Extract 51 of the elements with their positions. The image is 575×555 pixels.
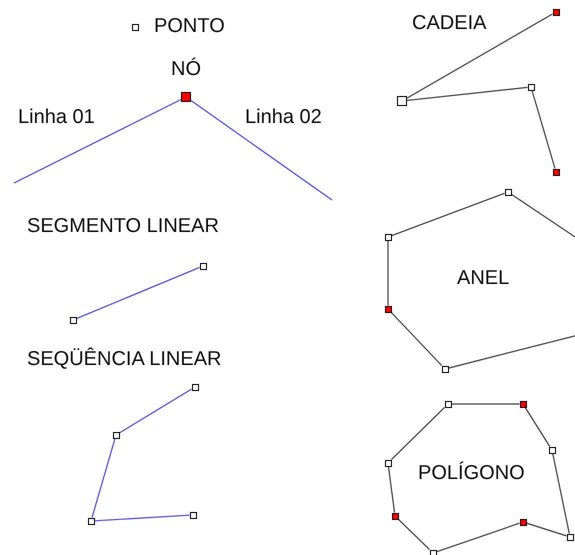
- line-segment: [552, 453, 570, 534]
- line-segment: [436, 522, 520, 552]
- shape-title: SEGMENTO LINEAR: [27, 215, 219, 237]
- line-segment: [391, 192, 505, 236]
- line-segment: [524, 407, 550, 447]
- vertex-square: [112, 432, 120, 438]
- vertex-square: [192, 384, 198, 390]
- vertex-square: [548, 446, 556, 454]
- line-segment: [388, 466, 396, 513]
- vertex-square: [552, 168, 560, 176]
- vertex-square: [392, 512, 398, 520]
- line-segment: [390, 312, 442, 366]
- point-label: NÓ: [171, 58, 201, 80]
- vertex-square: [566, 534, 574, 540]
- line-segment: [406, 14, 553, 99]
- vertex-square: [384, 234, 392, 240]
- line-segment: [91, 438, 116, 518]
- vertex-square: [442, 366, 448, 372]
- line-segment: [387, 240, 389, 306]
- line-segment: [452, 403, 520, 405]
- vertex-square: [444, 400, 452, 408]
- vertex-square: [504, 188, 512, 196]
- shape-title: SEQÜÊNCIA LINEAR: [27, 348, 222, 370]
- line-segment: [76, 266, 200, 320]
- vertex-square: [528, 84, 534, 90]
- vertex-square: [200, 262, 206, 270]
- vertex-square: [430, 550, 436, 555]
- point-label: PONTO: [154, 15, 225, 37]
- line-segment: [406, 86, 528, 102]
- vertex-square: [190, 512, 196, 518]
- vertex-square: [397, 96, 407, 106]
- line-segment: [119, 388, 192, 434]
- line-segment: [190, 100, 332, 200]
- line-segment: [391, 407, 445, 460]
- line-label: Linha 02: [245, 106, 322, 128]
- vertex-square: [88, 518, 94, 524]
- line-segment: [14, 98, 182, 184]
- vertex-square: [384, 306, 392, 312]
- vertex-square: [520, 518, 526, 526]
- line-segment: [526, 522, 567, 536]
- shape-title: CADEIA: [412, 12, 486, 34]
- vertex-square: [552, 8, 560, 16]
- line-label: Linha 01: [18, 106, 95, 128]
- shape-title: ANEL: [457, 267, 510, 289]
- line-segment: [398, 518, 430, 550]
- line-segment: [531, 90, 556, 169]
- shape-title: POLÍGONO: [418, 462, 525, 484]
- vertex-square: [70, 316, 76, 324]
- vertex-square: [384, 460, 392, 466]
- vertex-square: [520, 400, 526, 408]
- line-segment: [94, 514, 190, 522]
